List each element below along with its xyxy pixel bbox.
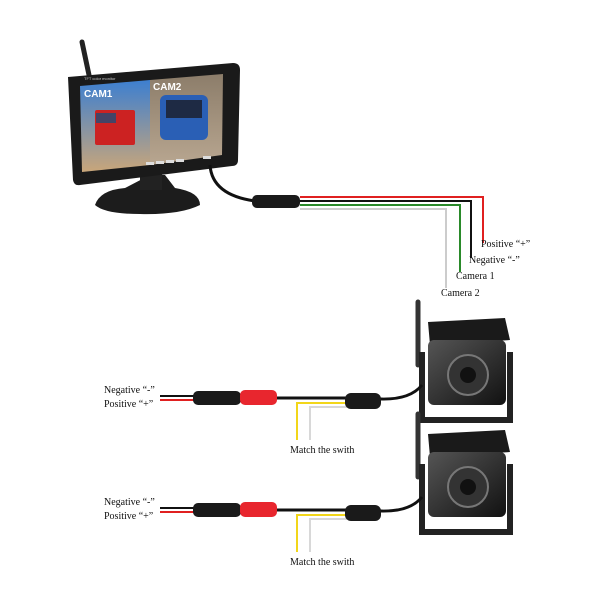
wire-positive [300, 196, 484, 243]
wire-camera1 [300, 204, 461, 272]
camera-cable [379, 496, 424, 513]
power-connector-red [240, 390, 277, 405]
screen-label-cam2: CAM2 [153, 82, 182, 93]
label-negative: Negative “-” [104, 497, 155, 508]
monitor-stand [95, 175, 200, 215]
switch-wire-white [309, 518, 347, 552]
label-negative: Negative “-” [469, 255, 520, 266]
camera-hood [428, 430, 510, 457]
label-camera1: Camera 1 [456, 271, 495, 282]
camera-unit-1: Negative “-” Positive “+” Match the swit… [104, 299, 513, 456]
switch-wire-yellow [296, 402, 347, 440]
monitor-buttons [146, 156, 211, 165]
label-camera2: Camera 2 [441, 288, 480, 299]
camera-connector [345, 505, 381, 521]
label-negative: Negative “-” [104, 385, 155, 396]
camera-connector [345, 393, 381, 409]
monitor-wires [300, 196, 484, 288]
monitor: TFT color monitor CAM1 CAM2 [68, 39, 240, 215]
power-connector-red [240, 502, 277, 517]
label-positive: Positive “+” [481, 239, 530, 250]
monitor-brand: TFT color monitor [84, 76, 116, 81]
wire-negative [300, 200, 472, 258]
monitor-cable [208, 164, 256, 203]
camera-cable [379, 384, 424, 401]
label-switch: Match the swith [290, 557, 354, 568]
wire-camera2 [300, 208, 447, 288]
label-positive: Positive “+” [104, 511, 153, 522]
monitor-antenna [79, 39, 92, 78]
switch-wire-yellow [296, 514, 347, 552]
camera-unit-2: Negative “-” Positive “+” Match the swit… [104, 411, 513, 568]
power-connector-black [193, 503, 241, 517]
switch-wire-white [309, 406, 347, 440]
monitor-connector [252, 195, 300, 208]
screen-label-cam1: CAM1 [84, 89, 113, 100]
label-switch: Match the swith [290, 445, 354, 456]
power-connector-black [193, 391, 241, 405]
camera-hood [428, 318, 510, 345]
label-positive: Positive “+” [104, 399, 153, 410]
